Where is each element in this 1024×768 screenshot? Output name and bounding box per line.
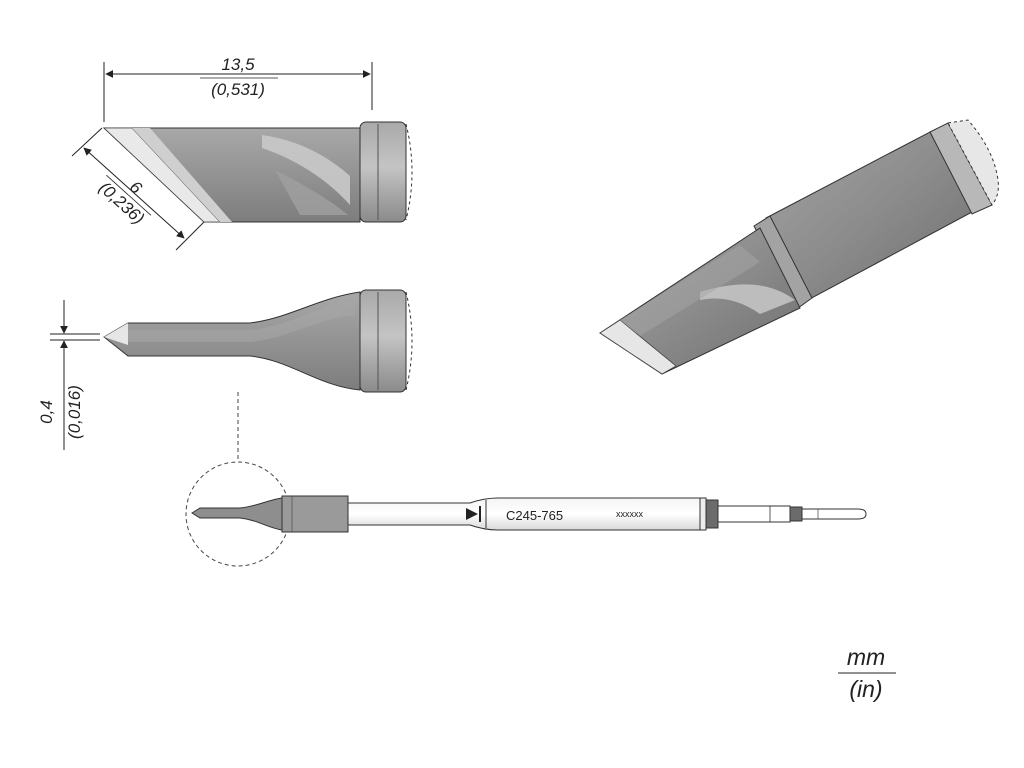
thickness-in-label: (0,016) (65, 385, 84, 439)
unit-secondary: (in) (849, 676, 882, 702)
units-legend: mm (in) (838, 644, 896, 702)
serial-label: xxxxxx (616, 509, 644, 519)
thickness-dimension: 0,4 (0,016) (37, 300, 100, 450)
thickness-mm-label: 0,4 (37, 400, 56, 424)
length-mm-label: 13,5 (221, 55, 255, 74)
unit-primary: mm (847, 644, 885, 670)
tip-isometric-view (599, 119, 999, 375)
diode-icon (466, 508, 478, 520)
length-dimension: 13,5 (0,531) (103, 55, 373, 122)
tip-front-view (103, 289, 413, 393)
model-label: C245-765 (506, 508, 563, 523)
cartridge-full-view: C245-765 xxxxxx (185, 392, 867, 567)
length-in-label: (0,531) (211, 80, 265, 99)
